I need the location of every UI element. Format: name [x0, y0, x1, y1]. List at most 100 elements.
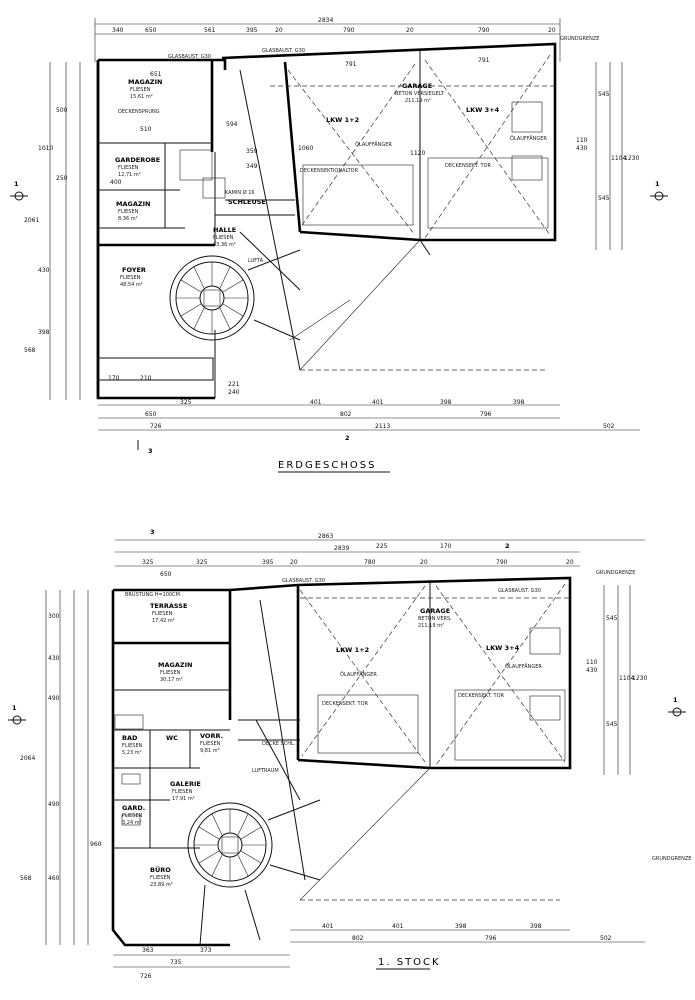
room-name: MAGAZIN — [128, 78, 162, 86]
section-2-marker: 2 — [505, 542, 510, 550]
dim: 568 — [24, 347, 36, 354]
dim: 1104 — [619, 675, 634, 682]
dim: 545 — [598, 195, 610, 202]
property-line-label: GRUNDGRENZE — [652, 856, 691, 862]
room-floor: FLIESEN — [172, 789, 193, 795]
section-1-marker-right: 1 — [655, 180, 660, 188]
deckensekt-tor-label: DECKENSEKT. TOR — [458, 693, 505, 699]
room-name: MAGAZIN — [116, 200, 150, 208]
dim: 650 — [145, 411, 157, 418]
first-dim-total: 2863 — [318, 533, 333, 540]
first-floor-plan: 2863 2839 225 170 325 650 325 395 20 780… — [8, 528, 691, 980]
section-2-marker: 2 — [345, 434, 350, 442]
section-1-marker-right: 1 — [673, 696, 678, 704]
room-name: HALLE — [213, 226, 236, 234]
dim: 210 — [140, 375, 152, 382]
dim: 373 — [200, 947, 212, 954]
dim: 401 — [372, 399, 384, 406]
ground-right-dimensions: 545 1104 1230 545 110 430 — [576, 62, 639, 250]
dim: 400 — [110, 179, 122, 186]
dim: 802 — [340, 411, 352, 418]
dim: 20 — [548, 27, 556, 34]
dim: 545 — [598, 91, 610, 98]
ground-interior-walls — [97, 60, 295, 398]
room-floor: FLIESEN — [130, 87, 151, 93]
ground-floor-title: ERDGESCHOSS — [278, 460, 376, 471]
dim: 300 — [48, 613, 60, 620]
dim: 502 — [600, 935, 612, 942]
room-name: FOYER — [122, 266, 146, 274]
dim: 398 — [513, 399, 525, 406]
room-floor: BETON VERSIEGELT — [395, 91, 445, 97]
dim: 430 — [38, 267, 50, 274]
dim: 221 — [228, 381, 240, 388]
oelauffaenger-label: ÖLAUFFÄNGER — [505, 663, 542, 670]
dim: 960 — [90, 841, 102, 848]
room-name: GARAGE — [420, 607, 450, 615]
dim: 545 — [606, 615, 618, 622]
dim: 430 — [586, 667, 598, 674]
glasbaust-label: GLASBAUST. G30 — [282, 578, 325, 584]
ground-dim-total: 2834 — [318, 17, 333, 24]
room-name: GARD. — [122, 804, 145, 812]
lkw-3-4-label: LKW 3+4 — [486, 644, 520, 652]
dim: 561 — [204, 27, 216, 34]
dim: 802 — [352, 935, 364, 942]
dim: 359 — [246, 148, 258, 155]
ground-top-dimensions: 2834 340 650 561 395 20 790 20 790 20 GR… — [94, 17, 599, 62]
room-area: 211,19 m² — [405, 98, 431, 104]
dim: 510 — [140, 126, 152, 133]
first-stair-tower — [187, 799, 321, 946]
kamin-label: KAMIN Ø 16 — [225, 189, 255, 196]
glasbaust-label: GLASBAUST. G30 — [262, 48, 305, 54]
first-misc-labels: LKW 1+2 LKW 3+4 DECKENSEKT. TOR DECKENSE… — [125, 578, 542, 774]
dim: 1230 — [632, 675, 647, 682]
glasbaust-label: GLASBAUST. G30 — [498, 588, 541, 594]
oelauffaenger-label: ÖLAUFFÄNGER — [510, 135, 547, 142]
dim: 325 — [142, 559, 154, 566]
dim: 500 — [56, 107, 68, 114]
dim: 398 — [530, 923, 542, 930]
room-name: BAD — [122, 734, 138, 742]
dim: 250 — [56, 175, 68, 182]
room-area: 48,54 m² — [120, 282, 143, 288]
room-area: 211,19 m² — [418, 623, 444, 629]
dim: 796 — [485, 935, 497, 942]
room-name: GALERIE — [170, 780, 201, 788]
room-area: 30,17 m² — [160, 677, 183, 683]
deckensprung-label: DECKENSPRUNG — [118, 109, 160, 115]
ground-bottom-dimensions: 325 650 401 802 401 398 796 398 726 2113… — [98, 399, 640, 431]
dim: 2064 — [20, 755, 35, 762]
dim: 430 — [576, 145, 588, 152]
dim: 650 — [160, 571, 172, 578]
dim: 110 — [576, 137, 588, 144]
property-line-label: GRUNDGRENZE — [560, 36, 599, 42]
dim: 502 — [603, 423, 615, 430]
dim: 790 — [496, 559, 508, 566]
dim: 398 — [440, 399, 452, 406]
dim: 780 — [364, 559, 376, 566]
section-3-marker: 3 — [150, 528, 155, 536]
oelauffaenger-label: ÖLAUFFÄNGER — [355, 141, 392, 148]
room-floor: FLIESEN — [118, 209, 139, 215]
first-floor-title: 1. STOCK — [378, 957, 441, 968]
dim: 726 — [140, 973, 152, 980]
dim: 791 — [345, 61, 357, 68]
ground-left-dimensions: 568 398 430 2061 250 1010 500 — [24, 62, 81, 400]
dim: 568 — [20, 875, 32, 882]
property-line-label: GRUNDGRENZE — [596, 570, 635, 576]
first-top-dimensions: 2863 2839 225 170 325 650 325 395 20 780… — [115, 528, 645, 578]
brustung-label: BRÜSTUNG H=100CM — [125, 591, 180, 598]
room-floor: FLIESEN — [122, 813, 143, 819]
dim: 791 — [478, 57, 490, 64]
ground-room-labels: MAGAZIN FLIESEN 15,61 m² GARDEROBE FLIES… — [115, 78, 445, 288]
room-area: 8,36 m² — [118, 216, 138, 222]
dim: 2113 — [375, 423, 390, 430]
glasbaust-label: GLASBAUST. G30 — [168, 54, 211, 60]
dim: 726 — [150, 423, 162, 430]
dim: 20 — [275, 27, 283, 34]
room-name: MAGAZIN — [158, 661, 192, 669]
room-floor: FLIESEN — [118, 165, 139, 171]
dim: 1104 — [611, 155, 626, 162]
room-area: 9,81 m² — [200, 748, 220, 754]
